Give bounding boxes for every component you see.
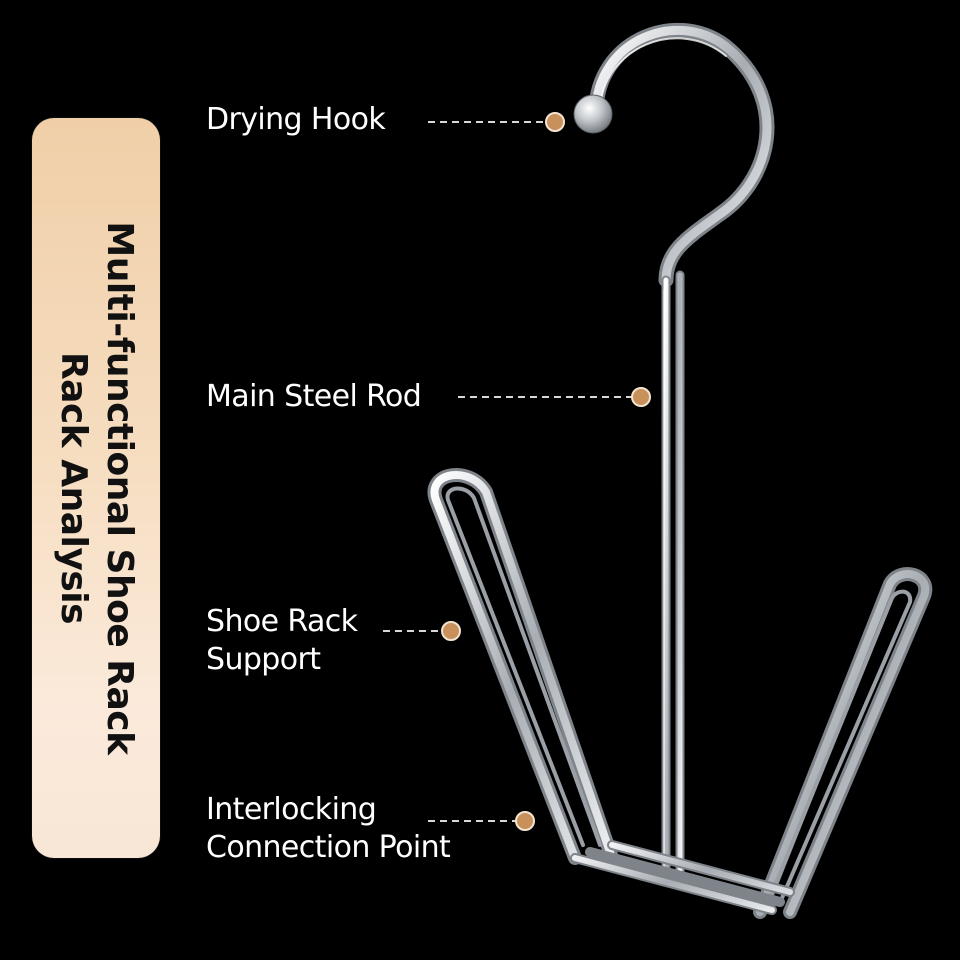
- callout-label-main-steel-rod: Main Steel Rod: [206, 379, 422, 414]
- callout-label-drying-hook: Drying Hook: [206, 102, 386, 137]
- steel-hanger: [427, 22, 933, 919]
- callout-label-shoe-rack-support: Shoe Rack Support: [206, 604, 358, 677]
- title-pill: [32, 118, 160, 858]
- leader-lines: [383, 121, 632, 822]
- hook-ball-tip: [573, 94, 613, 134]
- callout-label-interlocking-connection-point: Interlocking Connection Point: [206, 792, 451, 865]
- callout-dots: [441, 112, 651, 831]
- callout-dot-shoe-rack-support: [441, 621, 461, 641]
- callout-dot-interlocking-connection: [515, 811, 535, 831]
- callout-dot-drying-hook: [545, 112, 565, 132]
- callout-dot-main-steel-rod: [631, 387, 651, 407]
